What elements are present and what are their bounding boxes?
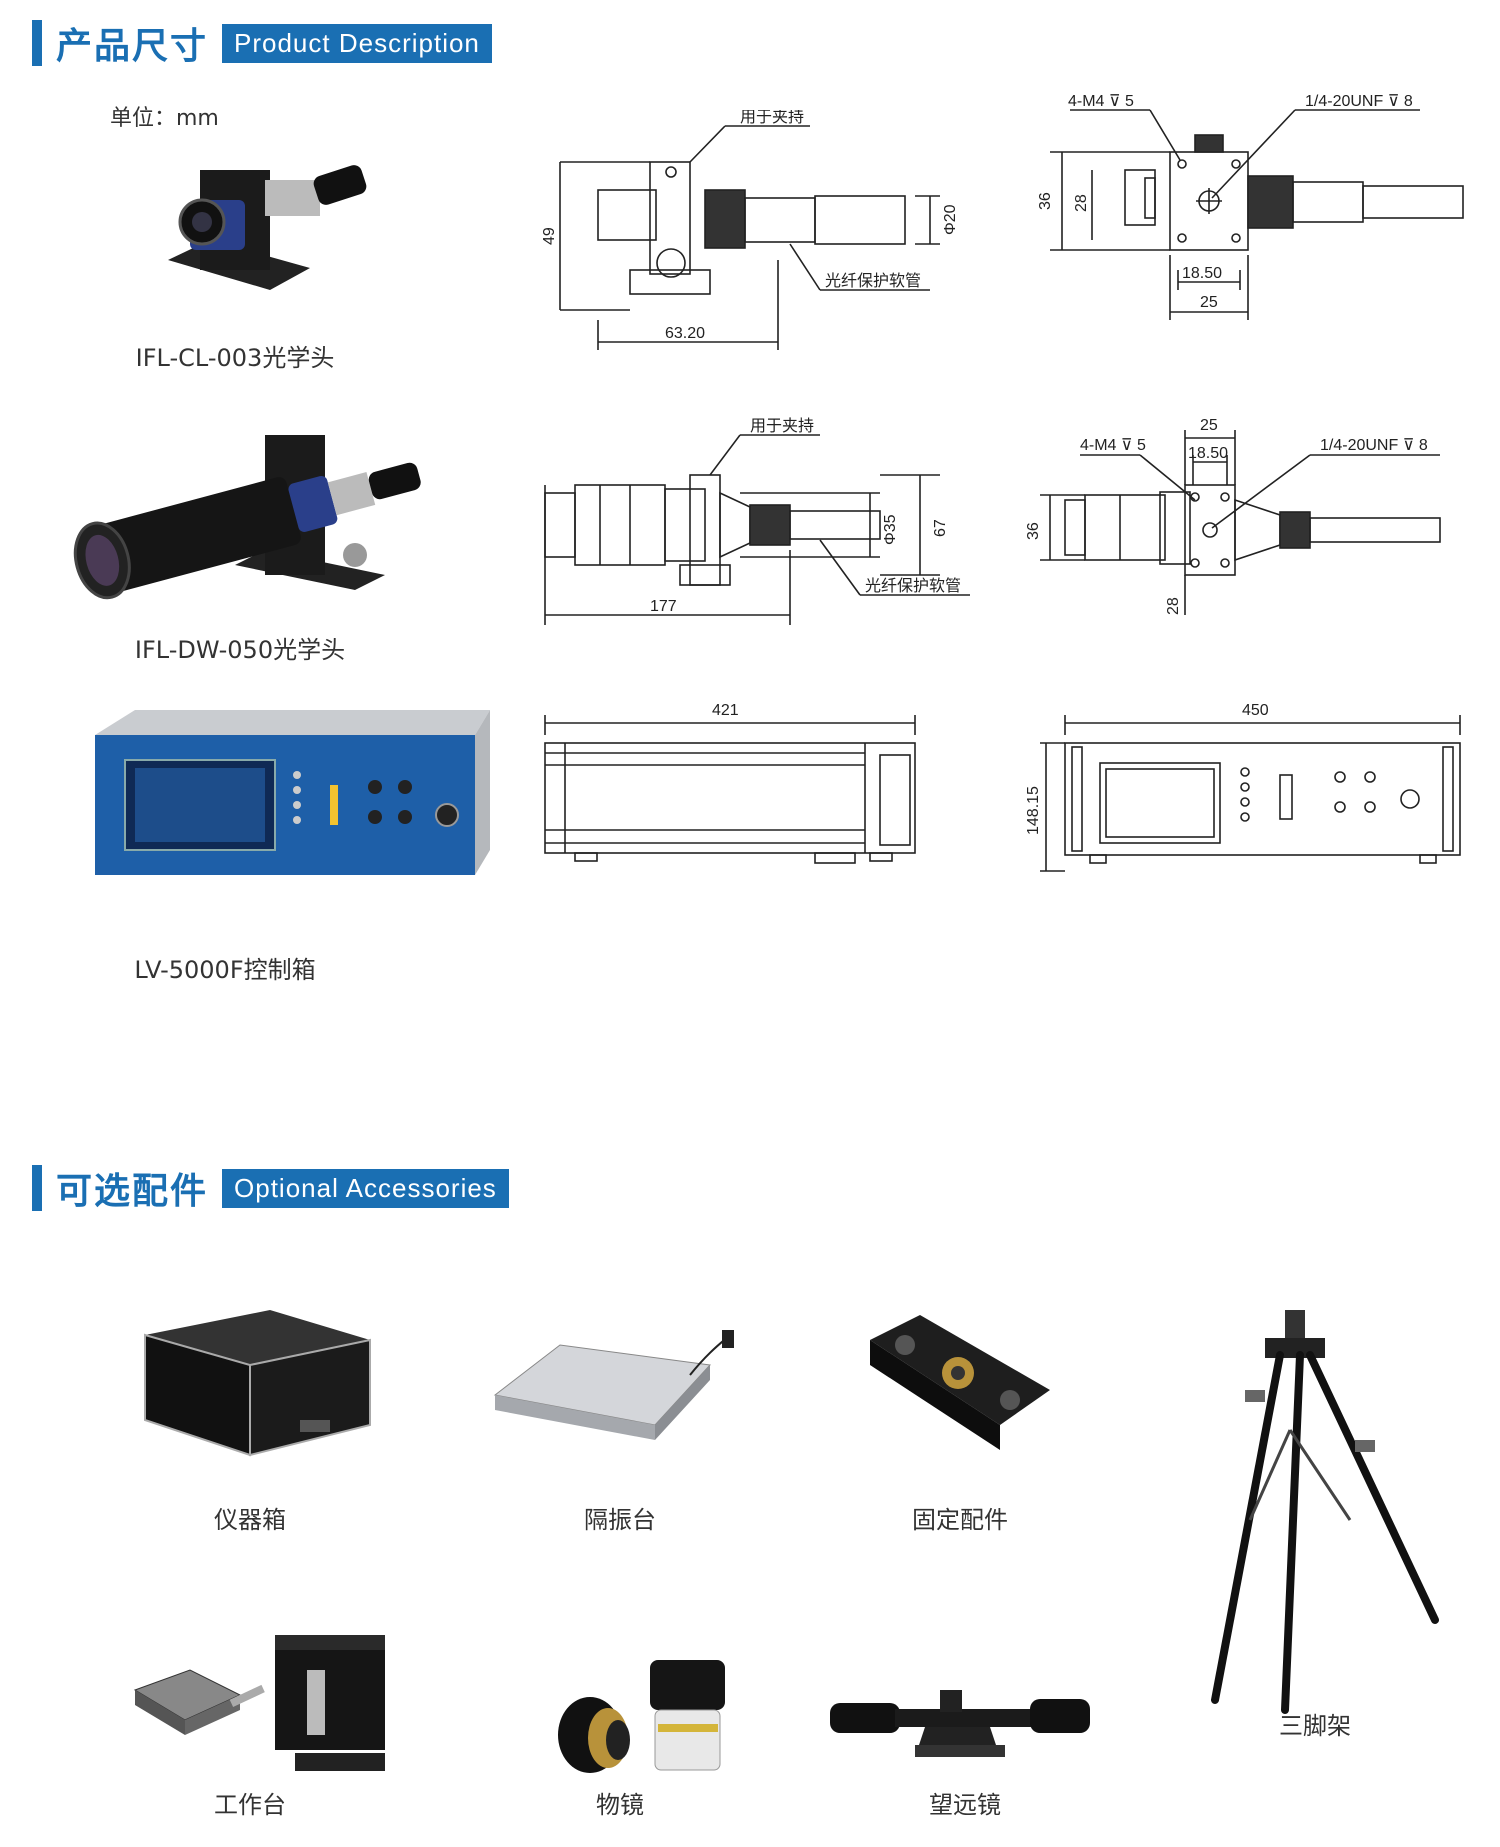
accessory-caption: 三脚架 <box>1279 1712 1351 1740</box>
accessory-caption: 工作台 <box>214 1791 286 1819</box>
section-header-accessories: 可选配件 Optional Accessories <box>32 1165 509 1212</box>
accessory-caption: 望远镜 <box>929 1791 1001 1819</box>
label-hose: 光纤保护软管 <box>865 577 961 595</box>
accessory-photo-stage <box>133 1635 385 1771</box>
accessory-caption: 隔振台 <box>584 1506 656 1534</box>
accessory-photo-objective <box>558 1660 725 1773</box>
dim-450: 450 <box>1242 702 1269 719</box>
drawing-dw-side: 用于夹持 光纤保护软管 Φ35 67 177 <box>544 417 970 625</box>
drawing-cl-front: 4-M4 ⊽ 5 1/4-20UNF ⊽ 8 36 28 18.50 25 <box>1037 93 1464 320</box>
accessory-photo-case <box>144 1310 371 1457</box>
product-caption: IFL-DW-050光学头 <box>134 636 346 664</box>
section-header-product: 产品尺寸 Product Description <box>32 20 492 67</box>
dim-421: 421 <box>712 702 739 719</box>
dim-18-50: 18.50 <box>1188 445 1228 462</box>
label-m4: 4-M4 ⊽ 5 <box>1080 437 1146 454</box>
section-title-en: Optional Accessories <box>222 1168 509 1208</box>
product-photo-dw050 <box>73 435 421 600</box>
product-photo-lv5000f <box>95 710 490 875</box>
label-clamp: 用于夹持 <box>750 417 814 435</box>
dim-18-50: 18.50 <box>1182 265 1222 282</box>
label-unf: 1/4-20UNF ⊽ 8 <box>1320 437 1428 454</box>
dim-36: 36 <box>1037 192 1054 210</box>
product-caption: IFL-CL-003光学头 <box>135 344 335 372</box>
unit-label: 单位：mm <box>110 106 219 131</box>
dim-28: 28 <box>1165 597 1182 615</box>
drawing-box-front: 450 148.15 <box>1025 702 1461 872</box>
label-hose: 光纤保护软管 <box>825 272 921 290</box>
accessory-caption: 固定配件 <box>912 1506 1008 1534</box>
accessory-photo-telescope <box>830 1690 1090 1757</box>
dim-25: 25 <box>1200 294 1218 311</box>
section-accent-bar <box>32 20 42 66</box>
drawing-cl-side: 用于夹持 光纤保护软管 49 63.20 Φ20 <box>541 110 959 350</box>
accessory-photo-vibration-table <box>493 1330 734 1440</box>
dim-length: 63.20 <box>665 325 705 342</box>
drawing-box-side: 421 <box>544 702 916 864</box>
section-title-cn: 产品尺寸 <box>56 26 209 67</box>
accessory-caption: 物镜 <box>596 1791 644 1819</box>
label-clamp: 用于夹持 <box>740 110 804 126</box>
dim-67: 67 <box>932 519 949 537</box>
accessory-photo-tripod <box>1211 1310 1439 1714</box>
label-m4: 4-M4 ⊽ 5 <box>1068 93 1134 110</box>
dim-177: 177 <box>650 598 677 615</box>
product-photo-cl003 <box>168 165 367 290</box>
dim-height: 49 <box>541 227 558 245</box>
section-title-cn: 可选配件 <box>56 1171 209 1212</box>
drawing-dw-front: 25 18.50 4-M4 ⊽ 5 1/4-20UNF ⊽ 8 36 28 <box>1025 417 1441 615</box>
dim-diameter: Φ35 <box>882 514 899 545</box>
dim-25: 25 <box>1200 417 1218 434</box>
accessory-caption: 仪器箱 <box>214 1506 286 1534</box>
product-caption: LV-5000F控制箱 <box>134 956 316 984</box>
section-title-en: Product Description <box>222 23 492 63</box>
dim-36: 36 <box>1025 522 1042 540</box>
dim-diameter: Φ20 <box>942 204 959 235</box>
label-unf: 1/4-20UNF ⊽ 8 <box>1305 93 1413 110</box>
dim-28: 28 <box>1073 194 1090 212</box>
accessory-photo-mount <box>870 1315 1050 1450</box>
dim-148-15: 148.15 <box>1025 786 1042 835</box>
section-accent-bar <box>32 1165 42 1211</box>
